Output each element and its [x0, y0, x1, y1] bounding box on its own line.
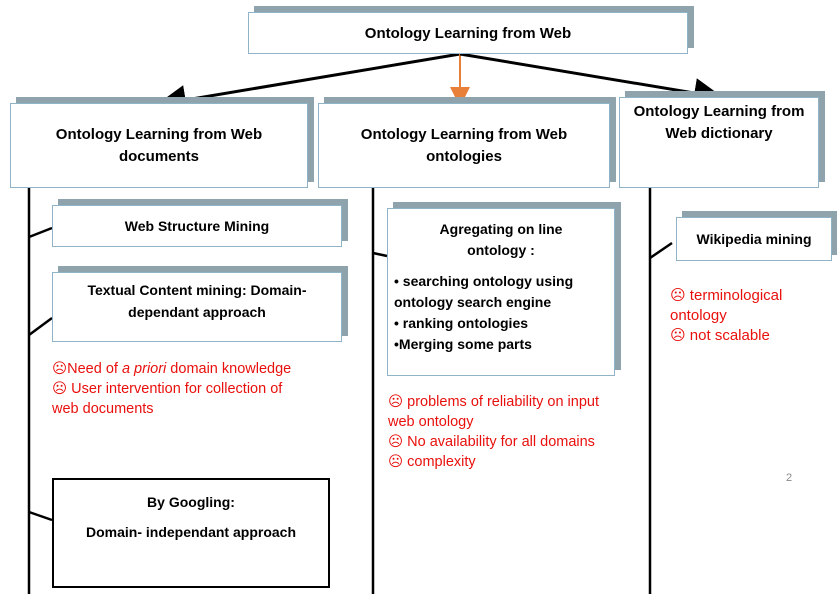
- page-number: 2: [786, 472, 793, 484]
- aggregating-ontology-box: Agregating on line ontology : • searchin…: [387, 208, 615, 376]
- bullet-searching-cont: ontology search engine: [394, 294, 552, 310]
- column2-branch-aggregating: [372, 251, 388, 258]
- web-structure-mining-label: Web Structure Mining: [124, 218, 270, 234]
- web-structure-mining-box: Web Structure Mining: [52, 205, 342, 247]
- column3-branch-wikipedia: [649, 241, 673, 260]
- column-documents-header: Ontology Learning from Web documents: [10, 103, 308, 188]
- aggregating-bullets: • searching ontology using ontology sear…: [394, 271, 614, 355]
- sad-face-icon: ☹: [670, 327, 686, 344]
- googling-title: By Googling:: [147, 494, 235, 510]
- sad-face-icon: ☹: [52, 361, 68, 377]
- wikipedia-mining-label: Wikipedia mining: [696, 231, 812, 247]
- column-ontologies-header: Ontology Learning from Web ontologies: [318, 103, 610, 188]
- textual-content-mining-box: Textual Content mining: Domain-dependant…: [52, 272, 342, 342]
- dictionary-drawback-3: ☹ not scalable: [670, 327, 770, 344]
- aggregating-ontology-label: Agregating on line ontology :: [439, 221, 563, 258]
- googling-box: By Googling: Domain- independant approac…: [52, 478, 330, 588]
- column1-branch-web-structure: [28, 226, 53, 239]
- column1-branch-textual: [28, 316, 53, 337]
- sad-face-icon: ☹: [670, 287, 686, 304]
- sad-face-icon: ☹: [52, 381, 68, 397]
- documents-drawback-2: ☹ User intervention for collection of: [52, 381, 283, 397]
- column-ontologies-title: Ontology Learning from Web ontologies: [360, 125, 568, 165]
- root-title: Ontology Learning from Web: [364, 24, 572, 42]
- googling-subtitle: Domain- independant approach: [85, 524, 296, 540]
- column-documents-title: Ontology Learning from Web documents: [55, 125, 263, 165]
- arrow-to-documents: [156, 52, 461, 115]
- bullet-searching: • searching ontology using: [394, 273, 574, 289]
- documents-drawbacks: ☹Need of a priori domain knowledge ☹ Use…: [52, 359, 291, 419]
- sad-face-icon: ☹: [388, 434, 404, 450]
- column1-branch-googling: [28, 510, 53, 522]
- documents-drawback-3: web documents: [52, 401, 154, 417]
- ontologies-drawbacks: ☹ problems of reliability on input web o…: [388, 392, 599, 472]
- ontologies-drawback-2: web ontology: [388, 414, 474, 430]
- ontologies-drawback-3: ☹ No availability for all domains: [388, 434, 595, 450]
- column-dictionary-title: Ontology Learning from Web dictionary: [633, 102, 805, 142]
- dictionary-drawback-1: ☹ terminological: [670, 287, 783, 304]
- bullet-ranking: • ranking ontologies: [394, 315, 529, 331]
- sad-face-icon: ☹: [388, 394, 404, 410]
- arrow-to-dictionary: [459, 52, 724, 108]
- ontologies-drawback-1: ☹ problems of reliability on input: [388, 394, 599, 410]
- bullet-merging: •Merging some parts: [394, 336, 532, 352]
- dictionary-drawbacks: ☹ terminological ontology ☹ not scalable: [670, 286, 782, 346]
- ontologies-drawback-4: ☹ complexity: [388, 454, 476, 470]
- wikipedia-mining-box: Wikipedia mining: [676, 217, 832, 261]
- sad-face-icon: ☹: [388, 454, 404, 470]
- root-box: Ontology Learning from Web: [248, 12, 688, 54]
- dictionary-drawback-2: ontology: [670, 307, 727, 324]
- textual-content-mining-label: Textual Content mining: Domain-dependant…: [87, 282, 307, 320]
- documents-drawback-1: ☹Need of a priori domain knowledge: [52, 361, 292, 377]
- column-dictionary-header: Ontology Learning from Web dictionary: [619, 97, 819, 188]
